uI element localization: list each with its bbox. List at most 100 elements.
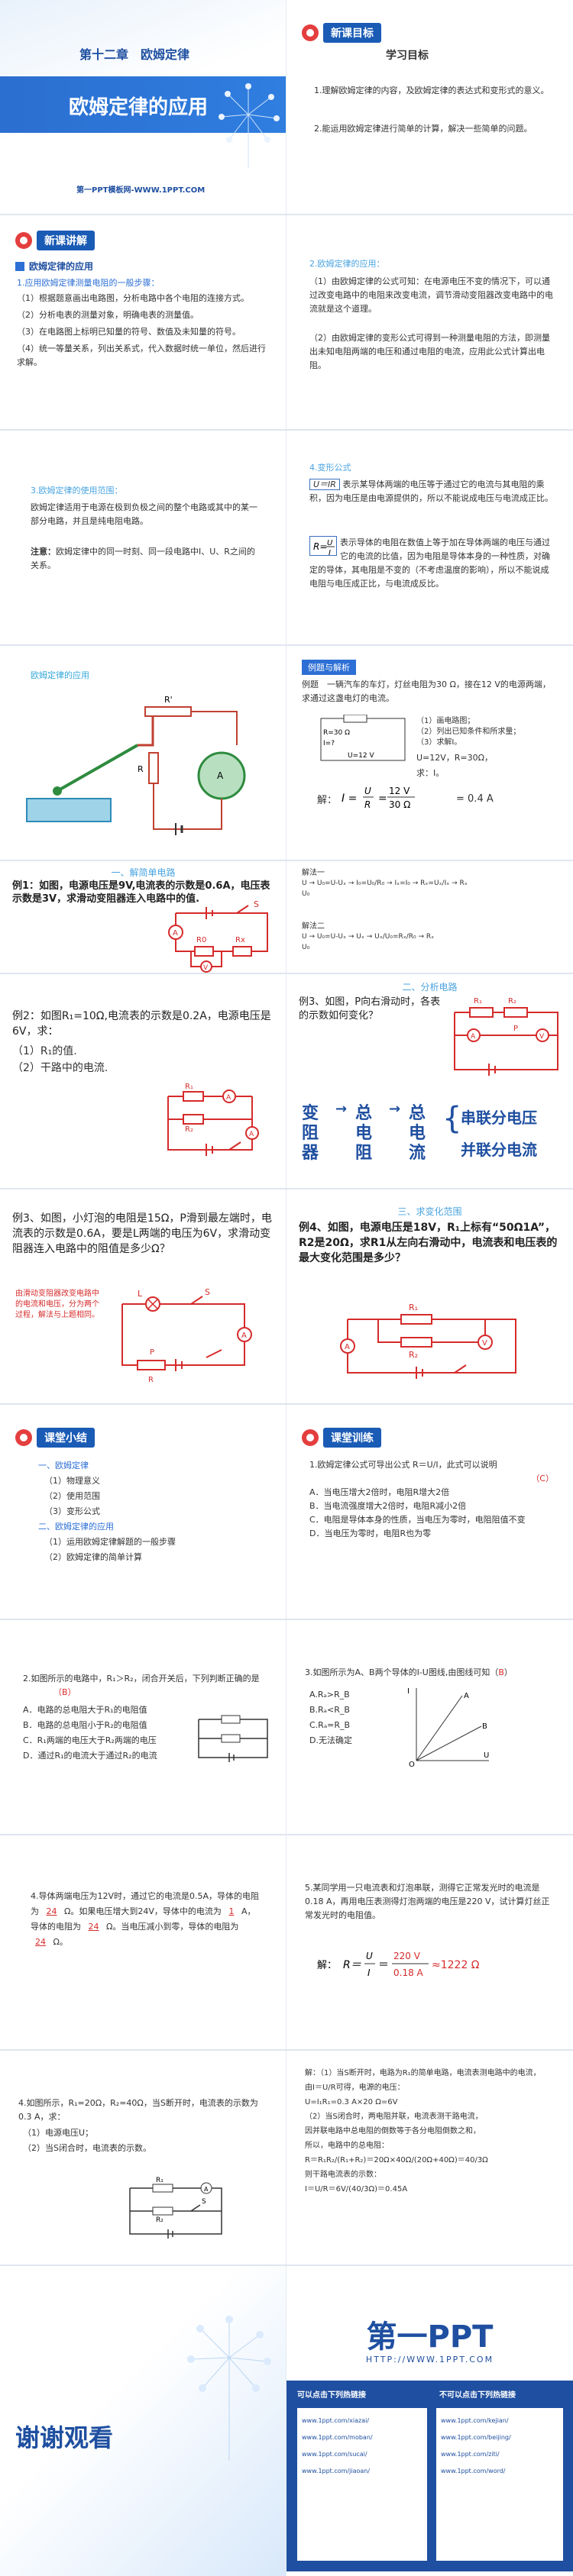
practice-5-question: 5.某同学用一只电流表和灯泡串联，测得它正常发光时的电流是0.18 A，再用电压… (305, 1883, 550, 1920)
logo: 第一PPT (366, 2319, 494, 2355)
question-item: （2）干路中的电流. (12, 1062, 108, 1074)
slide-analysis: 二、分析电路 例3、如图，P向右滑动时，各表的示数如何变化？ R₁ R₂ A V… (286, 974, 573, 1188)
example-3b-circuit: L S A P R (121, 1287, 252, 1384)
steps-list: （1）根据题意画出电路图，分析电路中各个电阻的连接方式。 （2）分析电表的测量对… (17, 292, 269, 370)
row-2: 新课讲解 欧姆定律的应用 1.应用欧姆定律测量电阻的一般步骤： （1）根据题意画… (0, 215, 573, 431)
row-9: 2.如图所示的电路中，R₁＞R₂，闭合开关后，下列判断正确的是（B） A．电路的… (0, 1620, 573, 1835)
credit-link: www.1ppt.com/beijing/ (441, 2434, 511, 2441)
practice-option: B.Rₐ<R_B (309, 1705, 350, 1715)
arrow-icon: → (389, 1101, 401, 1117)
thanks-text: 谢谢观看 (15, 2423, 114, 2452)
ammeter-label: A (204, 2186, 209, 2193)
svg-text:U: U (364, 786, 371, 796)
badge-label: 课堂小结 (37, 1428, 95, 1448)
dandelion-icon (187, 2316, 271, 2461)
svg-text:R: R (364, 799, 371, 810)
badge-dot-icon (302, 1429, 319, 1446)
solution-line: I＝U/R＝6V/(40/3Ω)＝0.45A (305, 2185, 408, 2193)
example-4-text: 例4、如图，电源电压是18V，R₁上标有“50Ω1A”，R2是20Ω，求R1从左… (299, 1222, 558, 1264)
practice-2-circuit (198, 1715, 268, 1762)
badge: 新课目标 (302, 23, 381, 43)
example-steps: （1）画电路图； （2）列出已知条件和所求量； （3）求解I。 (416, 716, 520, 748)
practice-answer: B (498, 1667, 504, 1677)
credits-col2-title: 不可以点击下列热链接 (439, 2391, 516, 2400)
solution-2-label: 解法二 (302, 922, 325, 931)
chain-item: U₀ (302, 944, 310, 951)
practice-blank: 24 (46, 1906, 57, 1916)
solution-formula: I = U R = 12 V 30 Ω (342, 786, 416, 810)
chain-item: U (302, 880, 307, 887)
credit-link[interactable]: www.1ppt.com/xiazai/ (302, 2417, 370, 2424)
lamp-label: L (138, 1289, 143, 1299)
rx-label: Rx (235, 936, 245, 944)
credit-link[interactable]: www.1ppt.com/jiaoan/ (302, 2468, 371, 2474)
example-step: （2）列出已知条件和所求量； (416, 728, 521, 736)
chapter-title: 第十二章 欧姆定律 (79, 47, 190, 62)
practice-text: Ω。 (53, 1937, 68, 1947)
practice-2: 2.如图所示的电路中，R₁＞R₂，闭合开关后，下列判断正确的是（B） (23, 1672, 267, 1700)
known-text: U=12V，R=30Ω， (416, 753, 494, 763)
line-a-label: A (464, 1692, 469, 1700)
example-4-circuit: R₁ R₂ A V (340, 1303, 516, 1379)
example-2-text: 例2：如图R₁=10Ω,电流表的示数是0.2A，电源电压是6V，求： (12, 1010, 271, 1038)
scope-note: 注意：欧姆定律中的同一时刻、同一段电路中I、U、R之间的关系。 (31, 545, 260, 573)
switch-label: S (205, 1287, 210, 1297)
formula-2-block: R= U I 表示导体的电阻在数值上等于加在导体两端的电压与通过它的电流的比值，… (309, 536, 554, 591)
chain-item: U₀=U-Uₓ (316, 880, 347, 887)
practice-question-end: ） (503, 1667, 513, 1677)
r2-label: R₂ (185, 1125, 193, 1134)
badge: 课堂训练 (302, 1428, 381, 1448)
credit-link: www.1ppt.com/ziti/ (441, 2451, 500, 2458)
svg-text:解：: 解： (317, 1960, 337, 1971)
slide-solutions: 解法一 U → U₀=U-Uₓ → I₀=U₀/R₀ → Iₓ=I₀ → Rₓ=… (286, 861, 573, 973)
example-known: U=12V，R=30Ω， (416, 751, 493, 763)
example-1-text: 例1：如图，电源电压是9V,电流表的示数是0.6A，电压表示数是3V，求滑动变阻… (12, 880, 270, 905)
slide-practice-2: 2.如图所示的电路中，R₁＞R₂，闭合开关后，下列判断正确的是（B） A．电路的… (0, 1620, 286, 1834)
solution-line: 所以，电路中的总电阻： (305, 2142, 389, 2150)
credit-link[interactable]: www.1ppt.com/sucai/ (302, 2451, 367, 2458)
solution-1-label: 解法一 (302, 869, 325, 877)
goals-heading: 学习目标 (386, 50, 429, 62)
origin-label: O (409, 1761, 415, 1768)
practice-option: B．电路的总电阻小于R₂的电阻值 (23, 1720, 147, 1730)
r0-label: R0 (196, 936, 206, 944)
summary-item: （1）运用欧姆定律解题的一般步骤 (44, 1537, 176, 1547)
svg-text:30 Ω: 30 Ω (389, 799, 410, 810)
r1-label: R₁ (156, 2177, 163, 2184)
badge-label: 课堂训练 (323, 1428, 381, 1448)
step-item: （3）在电路图上标明已知量的符号、数值及未知量的符号。 (17, 327, 241, 337)
example-3b-text: 例3、如图，小灯泡的电阻是15Ω，P滑到最左端时，电流表的示数是0.6A，要是L… (12, 1212, 272, 1255)
row-6: 例2：如图R₁=10Ω,电流表的示数是0.2A，电源电压是6V，求： （1）R₁… (0, 974, 573, 1190)
practice-item: （2）当S闭合时，电流表的示数。 (23, 2143, 151, 2153)
example-3-circuit: R₁ R₂ A V P (454, 997, 558, 1076)
credit-link[interactable]: www.1ppt.com/moban/ (302, 2434, 373, 2441)
bullet-icon (15, 261, 24, 271)
svg-text:U: U (327, 539, 333, 547)
example-2-circuit: R₁ R₂ A A (167, 1083, 259, 1156)
chain-item: U₀ (302, 890, 310, 898)
row-1: 第十二章 欧姆定律 欧姆定律的应用 第一PPT模板网-WWW.1PPT.COM … (0, 0, 573, 215)
footer-text: 第一PPT模板网-WWW.1PPT.COM (76, 186, 206, 195)
badge-dot-icon (302, 24, 319, 41)
example-text: 例题 一辆汽车的车灯，灯丝电阻为30 Ω，接在12 V的电源两端，求通过这盏电灯… (302, 680, 551, 703)
solution-line: U=I₁R₁=0.3 A×20 Ω=6V (305, 2098, 398, 2106)
svg-text:=: = (378, 792, 387, 805)
badge-dot-icon (15, 1429, 32, 1446)
lesson-title: 欧姆定律的应用 (69, 96, 209, 119)
r1-label: R₁ (474, 997, 482, 1006)
example-step: （3）求解I。 (416, 738, 462, 747)
circuit-i: I=? (323, 740, 335, 747)
application-item: （1）由欧姆定律的公式可知：在电源电压不变的情况下，可以通过改变电路中的电阻来改… (309, 276, 553, 314)
row-11: 4.如图所示，R₁=20Ω，R₂=40Ω，当S断开时，电流表的示数为0.3 A，… (0, 2051, 573, 2266)
axis-i-label: I (407, 1687, 410, 1696)
bracket-icon: { (442, 1101, 462, 1136)
r2-label: R₂ (409, 1350, 418, 1360)
scope-section: 3.欧姆定律的使用范围： (31, 486, 123, 496)
example-find: 求：I。 (416, 768, 445, 778)
practice-6-question: 4.如图所示，R₁=20Ω，R₂=40Ω，当S断开时，电流表的示数为0.3 A，… (18, 2098, 258, 2122)
chain-1: 变阻器 (302, 1104, 319, 1163)
summary-item: （3）变形公式 (44, 1506, 100, 1516)
summary-item: （1）物理意义 (44, 1476, 100, 1486)
axis-u-label: U (484, 1751, 489, 1760)
practice-answer: （C） (531, 1474, 554, 1483)
